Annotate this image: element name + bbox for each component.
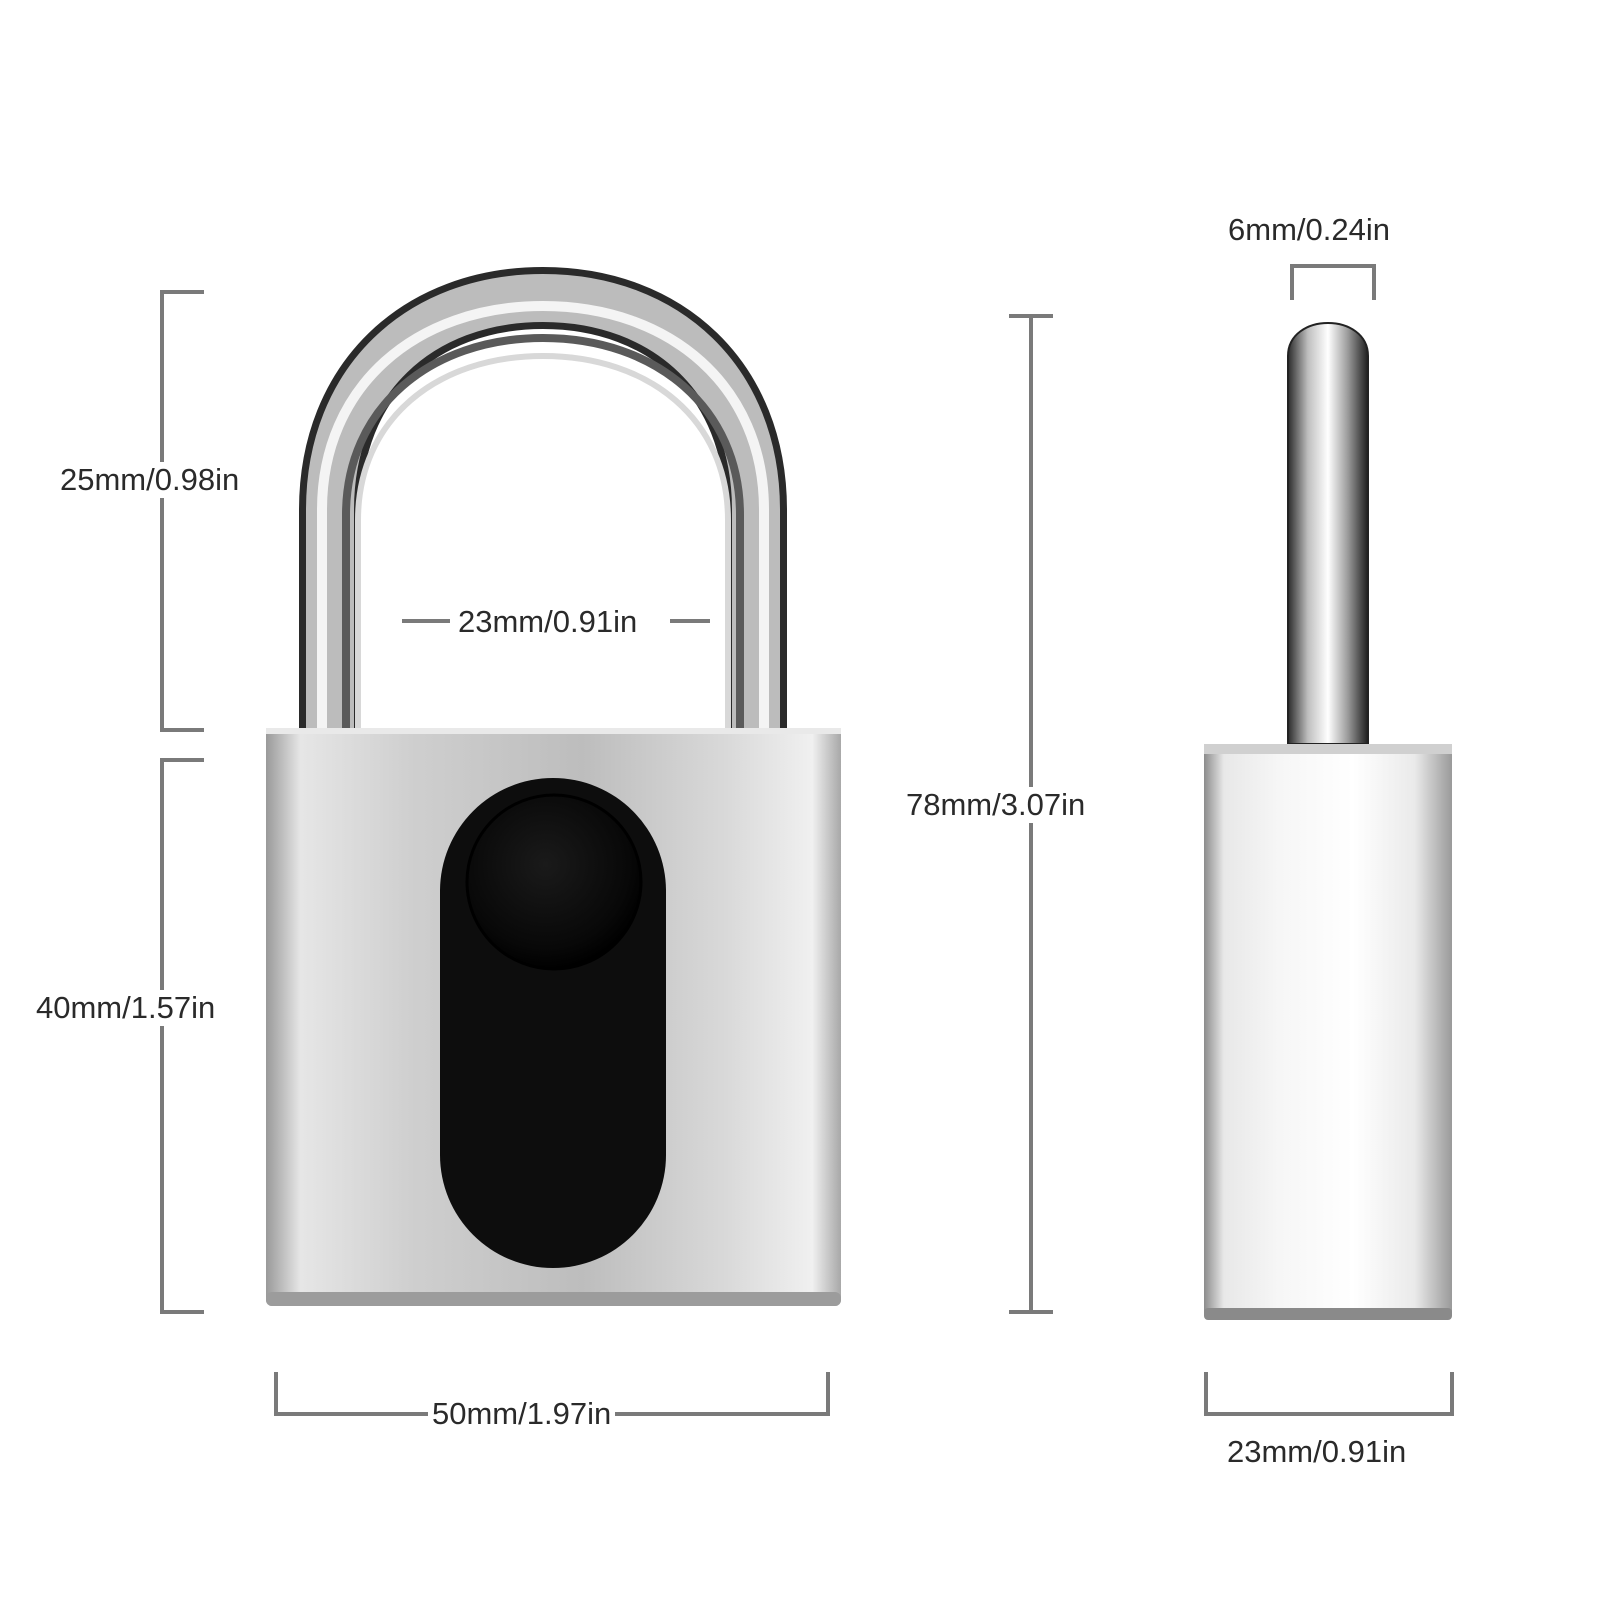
shackle-diameter-label: 6mm/0.24in bbox=[1224, 212, 1394, 248]
dimension-lines bbox=[160, 264, 1454, 1416]
shackle-height-label: 25mm/0.98in bbox=[56, 462, 244, 498]
side-body bbox=[1204, 744, 1452, 1320]
side-depth-label: 23mm/0.91in bbox=[1227, 1434, 1407, 1469]
side-shackle bbox=[1287, 322, 1369, 745]
lock-body-top-edge bbox=[266, 728, 841, 734]
shackle-chrome bbox=[306, 273, 780, 728]
side-depth-bracket bbox=[1204, 1372, 1454, 1416]
shackle-shadow bbox=[342, 333, 744, 728]
padlock-front-icon bbox=[266, 266, 841, 1306]
side-body-bottom-edge bbox=[1204, 1308, 1452, 1320]
shackle-inner-width-label: 23mm/0.91in bbox=[454, 604, 642, 640]
body-height-label: 40mm/1.57in bbox=[32, 990, 220, 1026]
body-width-label: 50mm/1.97in bbox=[428, 1396, 616, 1432]
total-height-label: 78mm/3.07in bbox=[902, 787, 1090, 823]
padlock-side-icon bbox=[1204, 322, 1452, 1320]
shackle-inner-edge bbox=[355, 352, 731, 728]
fingerprint-sensor-icon bbox=[465, 793, 643, 971]
shackle-height-bracket bbox=[160, 290, 204, 732]
shackle-diameter-bracket bbox=[1290, 264, 1376, 300]
lock-body-bottom-edge bbox=[266, 1292, 841, 1306]
side-body-top-edge bbox=[1204, 744, 1452, 754]
shackle-highlight bbox=[317, 300, 769, 728]
body-height-bracket bbox=[160, 758, 204, 1314]
